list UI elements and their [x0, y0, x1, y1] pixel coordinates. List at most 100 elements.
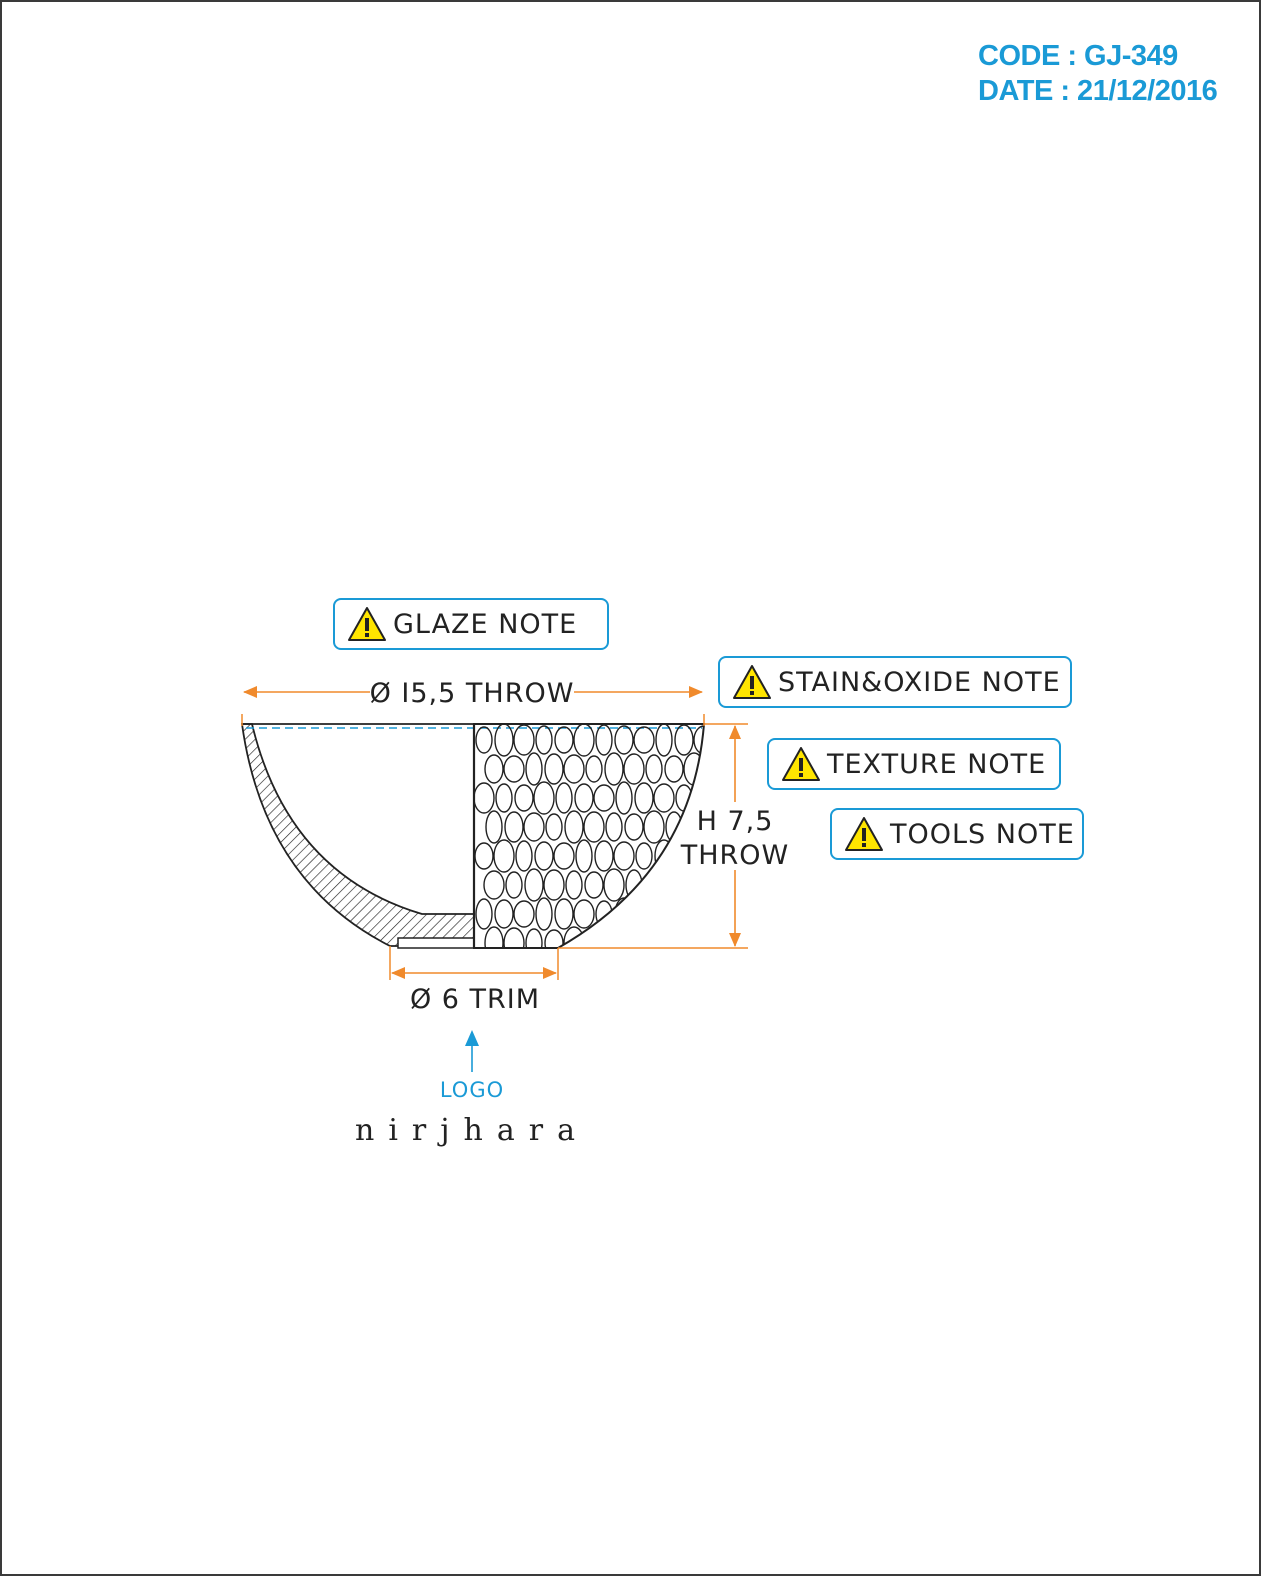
- texture-pebble: [563, 754, 585, 784]
- texture-pebble: [603, 868, 625, 902]
- texture-note-button[interactable]: TEXTURE NOTE: [767, 738, 1061, 790]
- texture-note-label: TEXTURE NOTE: [827, 748, 1047, 780]
- bowl-section-left: [240, 723, 702, 949]
- warning-icon: [348, 607, 386, 641]
- glaze-note-label: GLAZE NOTE: [393, 608, 578, 640]
- texture-pebble: [494, 899, 514, 929]
- texture-pebble: [474, 782, 495, 814]
- texture-pebble: [493, 839, 515, 873]
- texture-pebble: [513, 900, 535, 928]
- texture-pebble: [554, 898, 574, 930]
- texture-pebble: [485, 810, 503, 844]
- texture-pebble: [564, 810, 584, 844]
- texture-pebble: [494, 724, 514, 757]
- texture-pebble: [614, 725, 634, 755]
- texture-pebble: [584, 871, 604, 899]
- texture-pebble: [503, 927, 525, 948]
- dimension-height: H 7,5 THROW: [558, 723, 788, 949]
- texture-pebble: [525, 928, 543, 948]
- product-code: CODE : GJ-349: [978, 40, 1178, 72]
- texture-pebble: [613, 841, 635, 871]
- texture-pebble: [474, 842, 494, 870]
- texture-pebble: [655, 899, 673, 929]
- glaze-note-button[interactable]: GLAZE NOTE: [333, 598, 609, 650]
- texture-pebble: [595, 724, 613, 756]
- texture-pebble: [525, 752, 543, 786]
- texture-pebble: [653, 783, 675, 813]
- texture-pebble: [594, 840, 614, 872]
- texture-pebble: [544, 753, 564, 785]
- texture-pebble: [583, 811, 605, 843]
- logo-callout: LOGO nirjhara: [355, 1030, 589, 1148]
- stain-oxide-note-button[interactable]: STAIN&OXIDE NOTE: [718, 656, 1072, 708]
- texture-pebble: [524, 868, 544, 902]
- texture-pebble: [484, 754, 504, 784]
- texture-pebble: [634, 782, 654, 814]
- texture-pebble: [515, 840, 533, 872]
- texture-pebble: [534, 841, 554, 871]
- top-diameter-label: Ø I5,5 THROW: [370, 678, 575, 709]
- dimension-base-diameter: Ø 6 TRIM: [389, 946, 559, 1015]
- texture-pebble: [533, 781, 555, 815]
- texture-pebble: [644, 870, 664, 900]
- texture-pebble: [565, 870, 583, 900]
- texture-pebble: [605, 812, 623, 842]
- texture-pebble: [645, 754, 663, 784]
- warning-icon: [733, 665, 771, 699]
- texture-pebble: [633, 898, 655, 930]
- texture-pebble: [503, 755, 525, 783]
- texture-pebble: [655, 724, 673, 757]
- texture-pebble: [585, 927, 603, 948]
- texture-pebble: [693, 725, 704, 755]
- texture-pebble: [674, 900, 694, 928]
- texture-pebble: [543, 869, 565, 901]
- texture-pebble: [544, 929, 564, 948]
- texture-pebble: [633, 726, 655, 754]
- texture-pebble: [614, 897, 634, 931]
- warning-icon: [845, 817, 883, 851]
- texture-pebble: [665, 811, 683, 843]
- texture-pebble: [615, 781, 633, 815]
- texture-pebble: [624, 813, 644, 841]
- texture-pebble: [693, 897, 704, 931]
- texture-pebble: [504, 811, 524, 843]
- texture-pebble: [513, 724, 535, 756]
- texture-pebble: [554, 726, 574, 754]
- texture-pebble: [545, 813, 563, 841]
- tools-note-button[interactable]: TOOLS NOTE: [830, 808, 1084, 860]
- texture-pebble: [484, 926, 504, 948]
- texture-pebble: [604, 752, 624, 786]
- base-diameter-label: Ø 6 TRIM: [410, 984, 540, 1015]
- texture-pebble: [705, 870, 723, 900]
- logo-wordmark: nirjhara: [355, 1113, 589, 1148]
- texture-pebble: [475, 898, 493, 930]
- arrow-up-icon: [465, 1030, 479, 1046]
- texture-pebble: [535, 897, 553, 931]
- foot-ring: [397, 937, 475, 949]
- warning-icon: [782, 747, 820, 781]
- texture-pebble: [553, 842, 575, 870]
- texture-pebble: [706, 930, 722, 956]
- logo-label: LOGO: [440, 1078, 504, 1102]
- drawing-date: DATE : 21/12/2016: [978, 75, 1218, 107]
- texture-pebble: [523, 812, 545, 842]
- texture-pebble: [573, 899, 595, 929]
- dimension-top-diameter: Ø I5,5 THROW: [241, 678, 705, 726]
- texture-pebble: [664, 927, 684, 948]
- tools-note-label: TOOLS NOTE: [890, 818, 1075, 850]
- texture-pebble: [623, 753, 645, 785]
- texture-pebble: [623, 929, 645, 948]
- texture-pebble: [593, 784, 615, 812]
- texture-pebble: [573, 724, 595, 757]
- texture-pebble: [685, 868, 703, 902]
- texture-pebble: [495, 783, 513, 813]
- texture-pebble: [706, 754, 722, 784]
- texture-pebble: [585, 755, 603, 783]
- texture-pebble: [483, 870, 505, 900]
- texture-pebble: [643, 810, 665, 844]
- texture-pebble: [595, 900, 613, 928]
- texture-pebble: [505, 871, 523, 899]
- texture-pebble: [654, 839, 674, 873]
- texture-pebble: [475, 726, 493, 754]
